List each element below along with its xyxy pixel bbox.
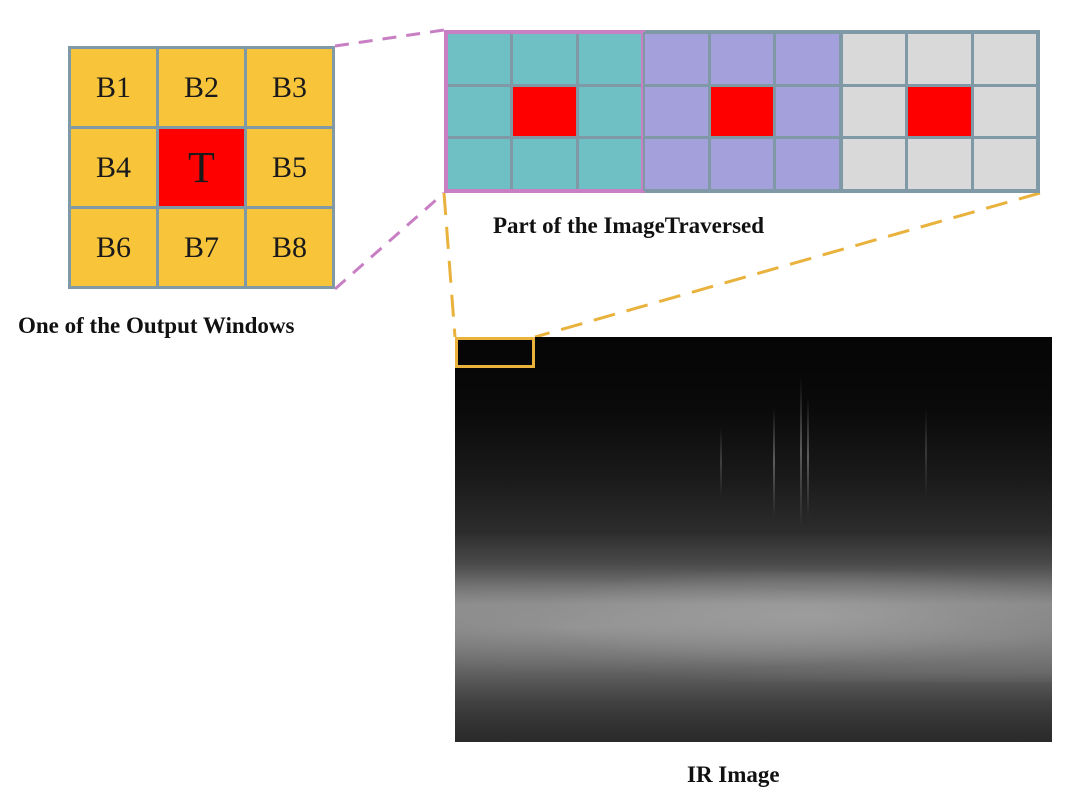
traversed-neighbor-cell	[776, 86, 839, 137]
traversed-neighbor-cell	[578, 86, 642, 137]
ir-image-caption: IR Image	[687, 762, 780, 787]
traversed-window-3	[840, 32, 1038, 191]
output-window-caption: One of the Output Windows	[18, 313, 295, 338]
yellow-connector-left	[442, 192, 457, 338]
magenta-connector-top	[334, 28, 445, 48]
traversed-target-cell	[908, 86, 971, 137]
traversed-neighbor-cell	[710, 139, 774, 189]
ir-streak	[807, 397, 809, 517]
neighbor-cell-b8: B8	[247, 209, 332, 286]
traversed-neighbor-cell	[578, 139, 642, 189]
traversed-window-2	[643, 32, 841, 191]
traversed-neighbor-cell	[448, 34, 511, 84]
traversed-neighbor-cell	[645, 139, 708, 189]
traversed-neighbor-cell	[513, 34, 576, 84]
target-cell: T	[159, 129, 244, 206]
neighbor-cell-b4: B4	[71, 129, 156, 206]
traversed-neighbor-cell	[973, 139, 1036, 189]
traversed-neighbor-cell	[842, 139, 906, 189]
traversed-neighbor-cell	[842, 86, 906, 137]
ir-bright-band	[455, 572, 1052, 682]
ir-streak	[720, 427, 722, 497]
traversed-neighbor-cell	[578, 34, 642, 84]
traversed-neighbor-cell	[448, 86, 511, 137]
traversed-target-marker	[710, 86, 774, 137]
magenta-connector-bottom	[334, 191, 445, 291]
ir-image	[455, 337, 1052, 742]
traversed-target-marker	[908, 86, 971, 137]
traversed-neighbor-cell	[645, 34, 708, 84]
traversed-window-1	[443, 30, 646, 193]
traversed-caption: Part of the ImageTraversed	[493, 213, 765, 238]
neighbor-cell-b6: B6	[71, 209, 156, 286]
traversed-neighbor-cell	[513, 139, 576, 189]
traversed-target-cell	[710, 86, 774, 137]
ir-streak	[800, 377, 802, 527]
traversed-target-marker	[513, 86, 576, 137]
traversed-neighbor-cell	[448, 139, 511, 189]
traversed-neighbor-cell	[776, 139, 839, 189]
neighbor-cell-b5: B5	[247, 129, 332, 206]
traversed-neighbor-cell	[776, 34, 839, 84]
traversed-strip	[443, 30, 1040, 193]
traversed-neighbor-cell	[908, 34, 971, 84]
neighbor-cell-b1: B1	[71, 49, 156, 126]
ir-streak	[925, 407, 927, 497]
ir-traversal-window	[455, 337, 535, 368]
traversed-neighbor-cell	[973, 86, 1036, 137]
ir-floor	[455, 672, 1052, 742]
traversed-neighbor-cell	[710, 34, 774, 84]
ir-streak	[773, 407, 775, 517]
traversed-neighbor-cell	[973, 34, 1036, 84]
traversed-neighbor-cell	[645, 86, 708, 137]
traversed-neighbor-cell	[842, 34, 906, 84]
traversed-target-cell	[513, 86, 576, 137]
neighbor-cell-b3: B3	[247, 49, 332, 126]
traversed-neighbor-cell	[908, 139, 971, 189]
neighbor-cell-b2: B2	[159, 49, 244, 126]
neighbor-cell-b7: B7	[159, 209, 244, 286]
